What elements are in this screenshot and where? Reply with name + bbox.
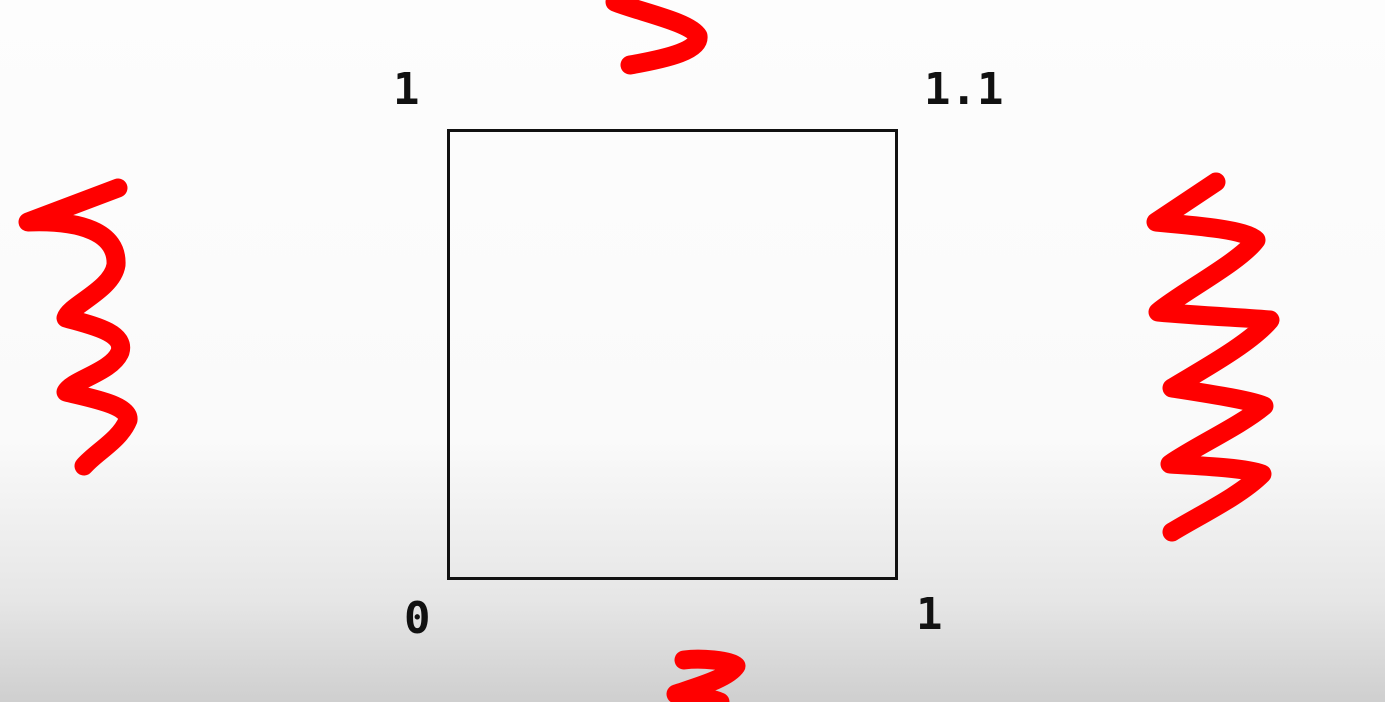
label-bottom-left: 0 xyxy=(404,593,431,644)
unit-square xyxy=(447,129,898,580)
label-top-left: 1 xyxy=(393,64,420,115)
scribble-top xyxy=(605,0,708,75)
scribble-bottom xyxy=(666,649,746,702)
scribble-left xyxy=(18,178,138,476)
label-bottom-right: 1 xyxy=(916,589,943,640)
label-top-right: 1.1 xyxy=(924,64,1004,115)
scribble-right xyxy=(1146,172,1280,542)
